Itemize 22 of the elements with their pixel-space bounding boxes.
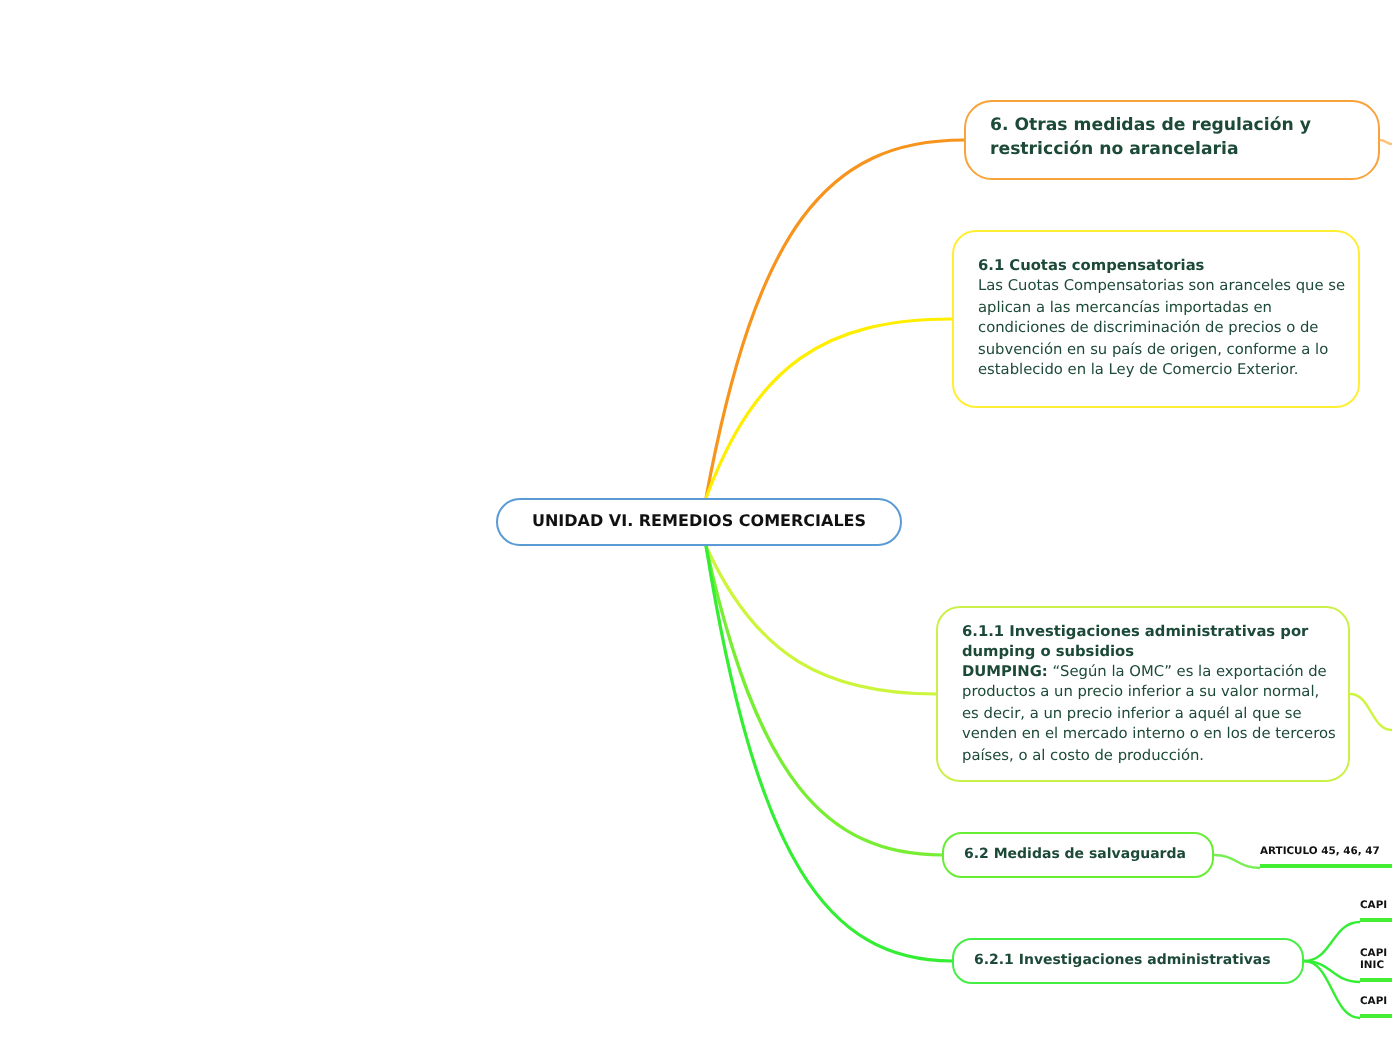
branch-line	[704, 545, 937, 696]
topic-bubble	[952, 938, 1304, 984]
topic-title: UNIDAD VI. REMEDIOS COMERCIALES	[529, 511, 869, 533]
branch-line	[704, 545, 953, 963]
branch-line	[1303, 920, 1361, 963]
branch-line	[1379, 138, 1392, 146]
subtopic-label	[1260, 840, 1392, 868]
branch-line	[1303, 959, 1361, 1020]
topic-bubble	[942, 832, 1214, 878]
central-topic	[496, 498, 902, 546]
topic-card	[952, 230, 1360, 408]
branch-line	[704, 317, 953, 499]
topic-bubble	[964, 100, 1380, 180]
branch-line	[1303, 959, 1361, 984]
branch-line	[1349, 692, 1392, 732]
branch-line	[704, 138, 965, 499]
branch-line	[704, 545, 943, 857]
subtopic-label	[1360, 896, 1392, 922]
topic-title: 6. Otras medidas de regulación y restricción no arancelaria	[990, 116, 1313, 164]
subtopic-label	[1360, 992, 1392, 1018]
topic-card	[936, 606, 1350, 782]
branch-line	[1213, 853, 1261, 870]
